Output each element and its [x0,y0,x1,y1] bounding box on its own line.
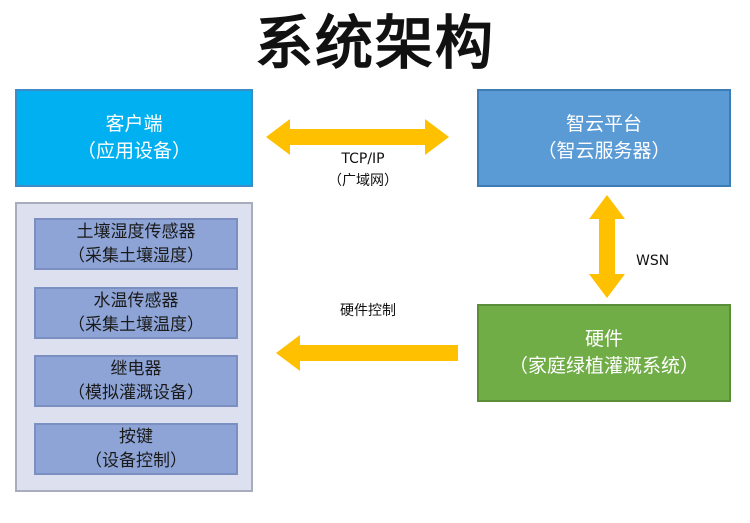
cloud-subtitle: （智云服务器） [537,140,671,162]
module-subtitle: （设备控制） [85,451,187,471]
module-title: 水温传感器 [93,291,179,311]
tcp-ip-label: TCP/IP （广域网） [318,148,408,192]
client-box: 客户端 （应用设备） [15,89,253,187]
hardware-title: 硬件 [584,328,623,350]
water-temp-sensor-module: 水温传感器 （采集土壤温度） [34,287,238,339]
hardware-control-arrow [276,335,458,371]
module-subtitle: （模拟灌溉设备） [68,383,204,403]
wsn-double-arrow [589,195,625,298]
diagram-title: 系统架构 [254,9,495,77]
client-title: 客户端 [105,113,163,135]
tcp-ip-network: （广域网） [328,173,398,189]
relay-module: 继电器 （模拟灌溉设备） [34,355,238,407]
hardware-subtitle: （家庭绿植灌溉系统） [508,355,699,377]
wsn-label: WSN [636,253,670,269]
client-modules-panel: 土壤湿度传感器 （采集土壤湿度） 水温传感器 （采集土壤温度） 继电器 （模拟灌… [15,202,253,492]
module-title: 按键 [119,427,153,447]
module-subtitle: （采集土壤温度） [68,315,204,335]
cloud-title: 智云平台 [565,113,642,135]
module-subtitle: （采集土壤湿度） [68,246,204,266]
button-module: 按键 （设备控制） [34,423,238,475]
soil-humidity-sensor-module: 土壤湿度传感器 （采集土壤湿度） [34,218,238,270]
module-title: 土壤湿度传感器 [76,222,196,242]
hardware-control-label: 硬件控制 [340,303,396,319]
cloud-platform-box: 智云平台 （智云服务器） [477,89,731,187]
tcp-ip-double-arrow [266,119,449,155]
tcp-ip-protocol: TCP/IP [341,151,385,167]
client-subtitle: （应用设备） [76,140,191,162]
module-title: 继电器 [110,359,162,379]
hardware-box: 硬件 （家庭绿植灌溉系统） [477,304,731,402]
